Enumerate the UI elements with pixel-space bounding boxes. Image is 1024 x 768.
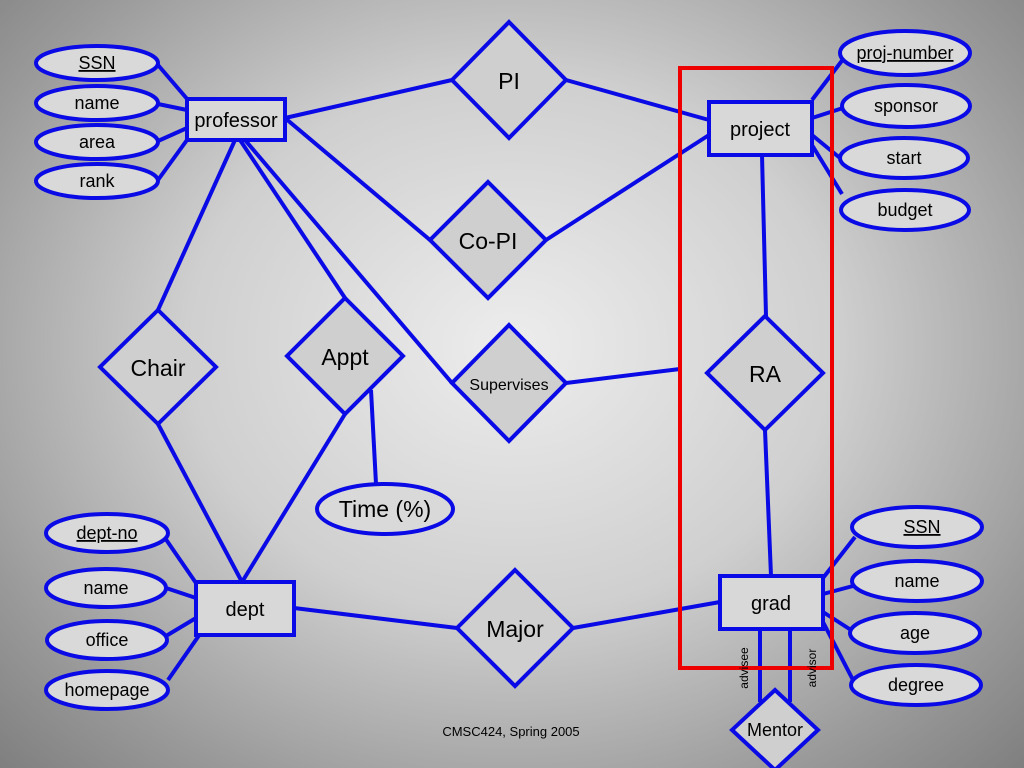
- entity-professor-label: professor: [194, 110, 278, 132]
- attr-grad-degree-label: degree: [888, 675, 944, 695]
- attr-dept-dept-no[interactable]: dept-no: [44, 512, 170, 554]
- entity-project-label: project: [730, 119, 790, 141]
- attr-grad-name[interactable]: name: [850, 559, 984, 603]
- relationship-chair-label: Chair: [131, 355, 186, 381]
- attr-project-start[interactable]: start: [838, 136, 970, 180]
- attr-professor-ssn-label: SSN: [78, 53, 115, 73]
- attr-professor-area[interactable]: area: [34, 123, 160, 161]
- relationship-ra-label: RA: [749, 361, 782, 387]
- relationship-pi-label: PI: [498, 68, 520, 94]
- role-advisor-label: advisor: [805, 649, 819, 688]
- attr-professor-ssn[interactable]: SSN: [34, 44, 160, 82]
- relationship-major-label: Major: [486, 616, 544, 642]
- entity-dept-label: dept: [226, 599, 265, 621]
- attr-project-budget[interactable]: budget: [839, 188, 971, 232]
- attr-grad-ssn-label: SSN: [903, 517, 940, 537]
- attr-professor-area-label: area: [79, 132, 116, 152]
- attr-professor-name[interactable]: name: [34, 84, 160, 122]
- relationship-pi[interactable]: PI: [449, 19, 569, 141]
- attr-dept-name-label: name: [83, 578, 128, 598]
- attr-professor-name-label: name: [74, 93, 119, 113]
- ra-highlight-box: [678, 66, 834, 670]
- attr-dept-office[interactable]: office: [45, 619, 169, 661]
- attr-dept-office-label: office: [86, 630, 129, 650]
- relationship-appt-label: Appt: [321, 344, 369, 370]
- relationship-mentor-label: Mentor: [747, 720, 803, 740]
- relationship-copi-label: Co-PI: [459, 228, 518, 254]
- relationship-supervises-label: Supervises: [469, 377, 548, 394]
- attr-professor-rank[interactable]: rank: [34, 162, 160, 200]
- footer-text: CMSC424, Spring 2005: [442, 724, 579, 739]
- attr-project-proj-number-label: proj-number: [856, 43, 953, 63]
- relationship-supervises[interactable]: Supervises: [449, 322, 569, 444]
- entity-grad[interactable]: grad: [718, 574, 825, 631]
- entity-professor[interactable]: professor: [185, 97, 287, 142]
- relationship-chair[interactable]: Chair: [97, 307, 219, 427]
- attr-project-sponsor-label: sponsor: [874, 96, 938, 116]
- entity-grad-label: grad: [751, 593, 791, 615]
- attr-dept-name[interactable]: name: [44, 567, 168, 609]
- connector-lines: [156, 56, 857, 702]
- attr-dept-dept-no-label: dept-no: [76, 523, 137, 543]
- attr-project-start-label: start: [886, 148, 921, 168]
- attr-dept-homepage[interactable]: homepage: [44, 669, 170, 711]
- attr-appt-time[interactable]: Time (%): [315, 482, 455, 536]
- attr-grad-ssn[interactable]: SSN: [850, 505, 984, 549]
- attr-appt-time-label: Time (%): [339, 496, 431, 522]
- relationship-copi[interactable]: Co-PI: [427, 179, 549, 301]
- attr-grad-name-label: name: [894, 571, 939, 591]
- relationship-mentor[interactable]: Mentor: [729, 687, 821, 768]
- attr-grad-degree[interactable]: degree: [849, 663, 983, 707]
- role-advisee-label: advisee: [737, 647, 751, 689]
- relationship-ra[interactable]: RA: [704, 313, 826, 433]
- relationship-appt[interactable]: Appt: [284, 295, 406, 417]
- entity-project[interactable]: project: [707, 100, 814, 157]
- attr-project-budget-label: budget: [877, 200, 932, 220]
- attr-project-sponsor[interactable]: sponsor: [840, 83, 972, 129]
- attr-professor-rank-label: rank: [79, 171, 115, 191]
- attr-project-proj-number[interactable]: proj-number: [838, 29, 972, 77]
- relationship-major[interactable]: Major: [454, 567, 576, 689]
- attr-dept-homepage-label: homepage: [64, 680, 149, 700]
- attr-grad-age[interactable]: age: [848, 611, 982, 655]
- entity-dept[interactable]: dept: [194, 580, 296, 637]
- attr-grad-age-label: age: [900, 623, 930, 643]
